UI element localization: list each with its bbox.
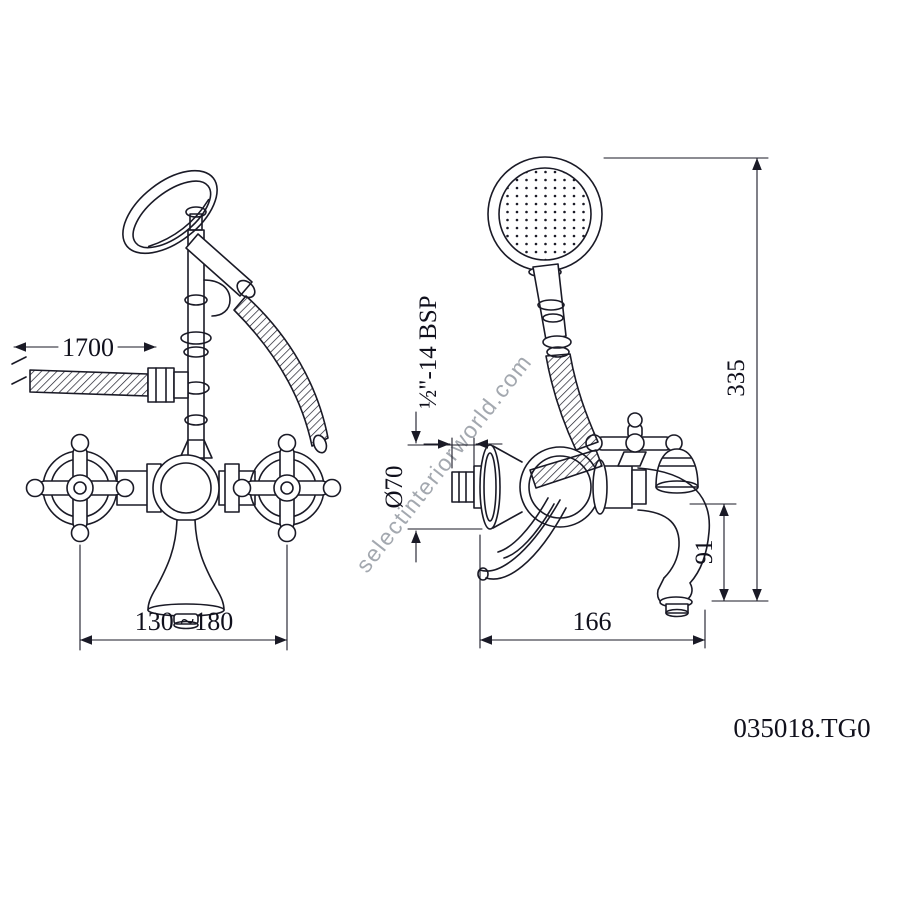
dim-spout-reach-label: 166	[573, 607, 612, 636]
dim-thread-spec	[423, 437, 503, 469]
hose-coil-side	[477, 353, 603, 581]
dim-flange-diameter-label: Ø70	[381, 465, 408, 508]
dim-hose-length-label: 1700	[62, 333, 114, 362]
hand-shower-head-side	[487, 156, 603, 358]
flex-hose-wall-section	[11, 356, 189, 403]
side-view	[407, 156, 769, 649]
dim-total-height-label: 335	[723, 359, 750, 397]
cross-handle-left	[25, 433, 135, 543]
dim-spout-height	[689, 503, 737, 602]
mixer-body-front	[25, 433, 342, 630]
dim-spout-reach	[479, 534, 706, 649]
dim-spout-height-label: 91	[691, 540, 718, 565]
hand-shower-head-front	[122, 169, 256, 299]
hand-shower-hose-coil	[233, 295, 329, 454]
tub-spout-front	[147, 519, 225, 630]
watermark: selectinteriorworld.com	[350, 349, 537, 578]
dim-mount-width-label: 130 ~180	[135, 607, 234, 636]
diverter-knob	[655, 448, 699, 494]
product-code: 035018.TG0	[733, 713, 870, 743]
wall-flange-side	[451, 444, 523, 530]
dim-mount-width	[79, 544, 288, 651]
dim-total-height	[603, 157, 769, 602]
tub-spout-side	[637, 467, 711, 618]
dim-thread-spec-label: ½"-14 BSP	[415, 295, 442, 408]
front-view	[11, 169, 342, 651]
